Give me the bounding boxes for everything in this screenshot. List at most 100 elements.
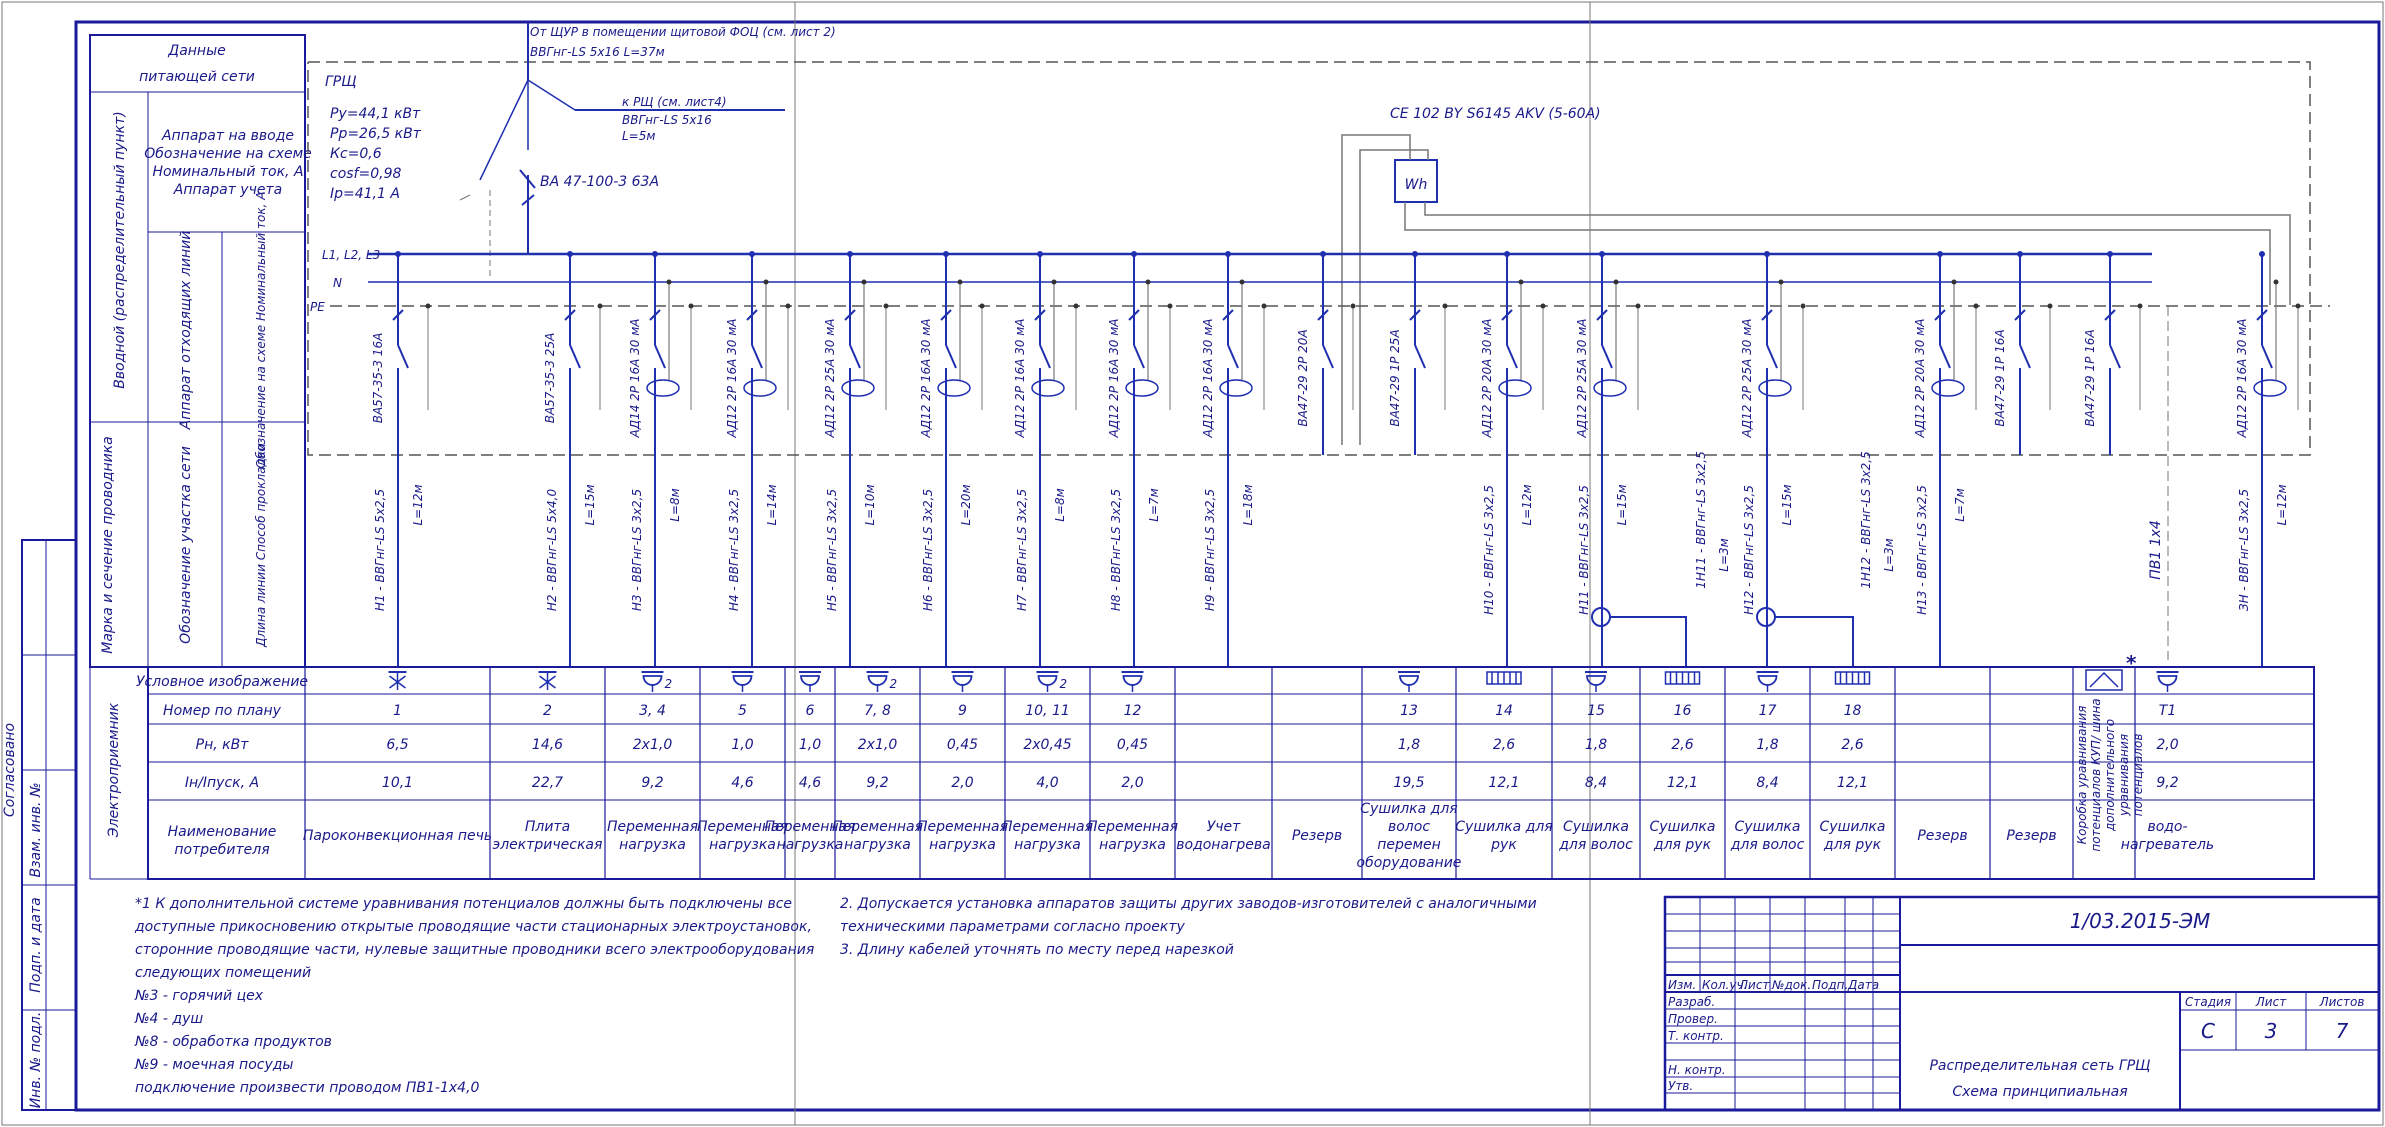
svg-text:2: 2 [665,677,673,691]
circuit-device-4: АД12 2Р 16А 30 мА [725,319,739,439]
col-current-6: 9,2 [866,775,888,791]
stage-label: Стадия [2185,995,2231,1009]
col-num-4: 5 [738,703,747,719]
col-name-21: водо-нагреватель [2121,819,2214,853]
circuit-device-14: АД12 2Р 25А 30 мА [1740,319,1754,439]
circuit-length-15: L=7м [1953,488,1967,521]
col-num-6: 7, 8 [864,703,891,719]
circuit-10: ВА47-29 2Р 20А [1296,251,1356,455]
circuit-device-11: ВА47-29 1Р 25А [1388,329,1402,426]
circuit-device-15: АД12 2Р 20А 30 мА [1913,319,1927,439]
stamp-replace-inv: Взам. инв. № [28,782,44,877]
to-rsh: к РЩ (см. лист4) [622,95,727,109]
device-label-2: Номинальный ток, А [152,164,303,180]
svg-text:2: 2 [890,677,898,691]
outgoing-device-label: Аппарат отходящих линий [178,231,194,431]
param-2: Кс=0,6 [330,146,382,162]
param-0: Ру=44,1 кВт [330,106,421,122]
col-current-9: 2,0 [1121,775,1143,791]
col-num-21: Т1 [2159,703,2176,719]
col-num-8: 10, 11 [1025,703,1070,719]
branch-cable-2: 1Н12 - ВВГнг-LS 3х2,5 [1859,451,1873,588]
sheet-label: Лист [2255,995,2287,1009]
row-label-power: Рн, кВт [196,737,250,753]
circuit-device-8: АД12 2Р 16А 30 мА [1107,319,1121,439]
circuit-length-18: L=12м [2275,484,2289,525]
circuit-length-8: L=7м [1147,488,1161,521]
col-num-1: 1 [393,703,402,719]
circuit-cable-7: Н7 - ВВГнг-LS 3х2,5 [1015,489,1029,611]
tb-h-kol: Кол.уч. [1702,978,1747,992]
title-block: Изм. Кол.уч. Лист №док. Подп. Дата Разра… [1663,895,2381,1112]
col-power-16: 1,8 [1756,737,1778,753]
line-length-label: Длина линии Способ прокладки [254,443,268,648]
circuit-length-5: L=10м [863,484,877,525]
col-current-7: 2,0 [951,775,973,791]
stage-value: С [2201,1019,2215,1043]
col-num-9: 12 [1124,703,1142,719]
circuit-device-1: ВА57-35-3 16А [371,333,385,424]
circuit-cable-9: Н9 - ВВГнг-LS 3х2,5 [1203,489,1217,611]
circuit-length-1: L=12м [411,484,425,525]
circuit-16: ВА47-29 1Р 16А [1993,251,2053,455]
col-current-21: 9,2 [2156,775,2178,791]
row-label-symbol: Условное изображение [136,674,308,690]
tb-h-ndoc: №док. [1771,978,1811,992]
col-current-13: 12,1 [1488,775,1519,791]
col-current-16: 8,4 [1756,775,1778,791]
col-name-11: Резерв [1292,828,1342,844]
tb-role-0: Разраб. [1668,995,1715,1009]
col-name-18: Резерв [1917,828,1967,844]
circuit-device-16: ВА47-29 1Р 16А [1993,329,2007,426]
circuit-device-2: ВА57-35-3 25А [543,333,557,424]
param-3: cosf=0,98 [330,166,401,182]
col-num-16: 17 [1759,703,1777,719]
bus-pe: PE [310,300,325,314]
sheet-value: 3 [2265,1019,2278,1043]
tb-role-1: Провер. [1668,1012,1718,1026]
circuit-cable-5: Н5 - ВВГнг-LS 3х2,5 [825,489,839,611]
tb-h-list: Лист [1738,978,1770,992]
doc-code: 1/03.2015-ЭМ [2070,909,2211,933]
circuit-cable-15: Н13 - ВВГнг-LS 3х2,5 [1915,485,1929,615]
col-current-12: 19,5 [1393,775,1424,791]
col-power-15: 2,6 [1671,737,1693,753]
circuit-device-5: АД12 2Р 25А 30 мА [823,319,837,439]
meter-symbol: Wh [1405,177,1428,193]
tb-role-5: Утв. [1668,1079,1693,1093]
wire-mark-label: Марка и сечение проводника [100,436,116,653]
notes-left: *1 К дополнительной системе уравнивания … [134,896,814,1096]
col-power-3: 2х1,0 [633,737,673,753]
consumer-col-20: *Коробка уравниванияпотенциалов КУП/ шин… [2072,651,2145,879]
circuit-length-9: L=18м [1241,484,1255,525]
circuit-cable-3: Н3 - ВВГнг-LS 3х2,5 [630,489,644,611]
col-power-2: 14,6 [532,737,563,753]
circuit-cable-13: Н11 - ВВГнг-LS 3х2,5 [1577,485,1591,615]
input-breaker: ВА 47-100-3 63А [540,174,659,190]
tb-h-data: Дата [1847,978,1879,992]
circuit-device-18: АД12 2Р 16А 30 мА [2235,319,2249,439]
col-power-5: 1,0 [799,737,821,753]
notes: *1 К дополнительной системе уравнивания … [134,896,1537,1096]
grsh-enclosure: ГРЩ [307,61,2311,456]
